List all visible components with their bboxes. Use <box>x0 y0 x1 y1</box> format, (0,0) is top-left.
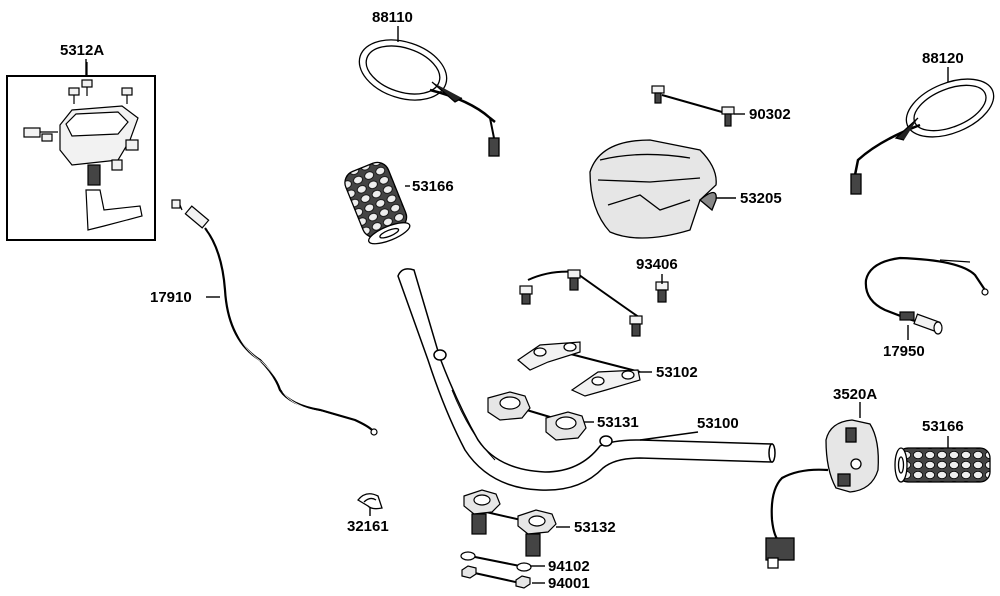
master-cylinder-frame <box>6 75 156 241</box>
callout-17910: 17910 <box>150 289 192 306</box>
master-cylinder-assembly <box>23 62 143 231</box>
callout-3520a: 3520A <box>833 386 878 403</box>
callout-88120: 88120 <box>922 50 964 67</box>
holder-set-53131 <box>487 391 587 441</box>
callout-94001: 94001 <box>548 575 590 592</box>
handlebar-cover <box>589 139 717 239</box>
clamp-set-53102 <box>517 341 641 397</box>
callout-53132: 53132 <box>574 519 616 536</box>
callout-53166-right: 53166 <box>922 418 964 435</box>
callout-53100: 53100 <box>697 415 739 432</box>
callout-90302: 90302 <box>749 106 791 123</box>
callout-94102: 94102 <box>548 558 590 575</box>
nut-set-94001 <box>461 565 531 589</box>
callout-32161: 32161 <box>347 518 389 535</box>
leader-lines <box>85 26 949 584</box>
holder-set-53132 <box>463 489 557 557</box>
callout-17950: 17950 <box>883 343 925 360</box>
left-mirror <box>358 39 500 157</box>
clip-32161 <box>357 493 383 510</box>
brake-cable <box>864 256 989 335</box>
screw-set-90302 <box>651 85 735 127</box>
washer-set-94102 <box>460 551 532 572</box>
throttle-cable <box>171 199 378 436</box>
bolt-set-93406 <box>519 269 669 337</box>
right-mirror <box>850 78 995 195</box>
handlebar-switch <box>765 419 879 569</box>
callout-88110: 88110 <box>372 9 413 26</box>
callout-53166-left: 53166 <box>412 178 454 195</box>
handlebar <box>397 268 776 491</box>
callout-53205: 53205 <box>740 190 782 207</box>
left-grip <box>344 161 411 245</box>
callout-5312a: 5312A <box>60 42 105 59</box>
callout-93406: 93406 <box>636 256 678 273</box>
right-grip <box>894 447 991 483</box>
callout-53131: 53131 <box>597 414 639 431</box>
callout-53102: 53102 <box>656 364 698 381</box>
